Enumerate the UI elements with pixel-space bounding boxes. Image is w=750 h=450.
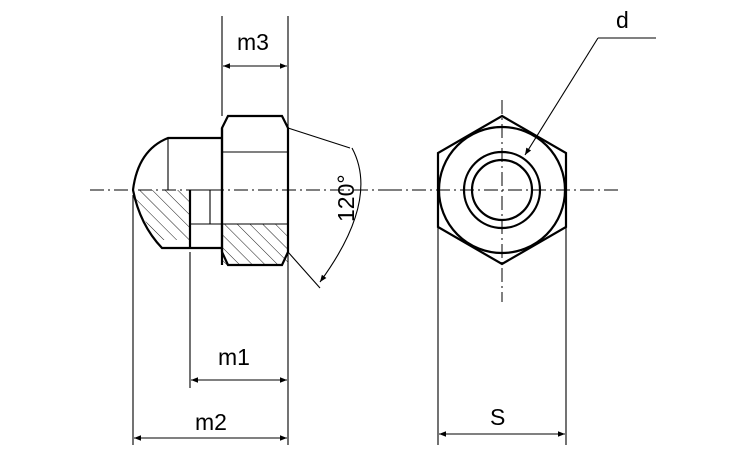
chamfer-line-bottom — [287, 251, 321, 289]
section-hatch-dome — [133, 190, 190, 240]
chamfer-line-top — [287, 127, 351, 149]
leader-d — [524, 37, 599, 156]
side-view: m3 m1 m2 120° — [90, 16, 395, 445]
label-m2: m2 — [195, 409, 227, 435]
label-d: d — [616, 7, 629, 33]
front-view: d S — [388, 7, 656, 445]
dome-outline — [131, 136, 222, 191]
bore-outer-circle — [462, 150, 542, 230]
chamfer-circle — [437, 125, 567, 255]
bore-inner-circle — [470, 158, 534, 222]
label-s: S — [490, 404, 505, 430]
label-angle: 120° — [333, 174, 359, 222]
label-m1: m1 — [218, 344, 250, 370]
hex-outline — [436, 114, 568, 266]
angle-arc — [319, 147, 362, 283]
label-m3: m3 — [237, 29, 269, 55]
dome-lower-outline — [131, 189, 222, 250]
section-hatch-body — [222, 224, 288, 265]
